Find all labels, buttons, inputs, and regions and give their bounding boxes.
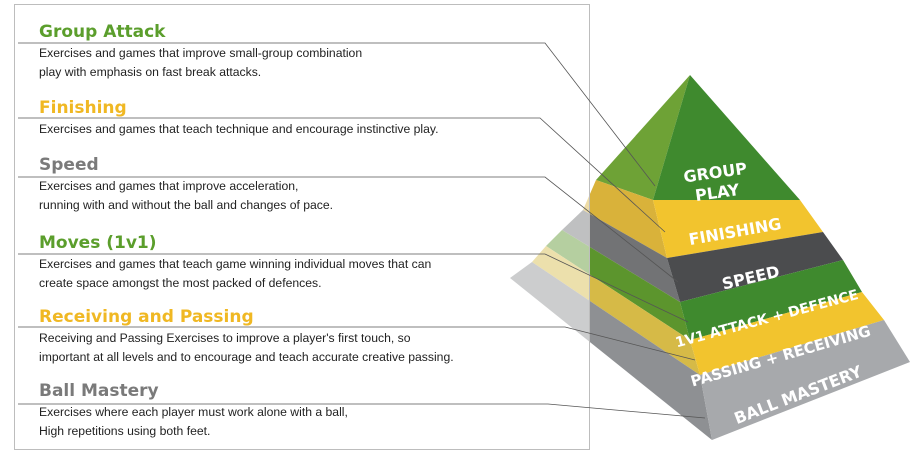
leader-line-moves	[18, 253, 689, 323]
section-description: Exercises and games that teach game winn…	[39, 257, 432, 290]
section-description: Exercises where each player must work al…	[39, 405, 348, 438]
pyramid-face-left-finishing	[583, 180, 667, 258]
pyramid-face-left-group-play	[596, 75, 690, 200]
section-group-attack: Group Attack Exercises and games that im…	[39, 22, 559, 82]
description-panel: Group Attack Exercises and games that im…	[14, 4, 590, 450]
section-speed: Speed Exercises and games that improve a…	[39, 155, 559, 215]
section-title: Finishing	[39, 98, 127, 118]
pyramid-face-left-speed	[562, 210, 680, 302]
section-title: Speed	[39, 155, 99, 175]
section-title: Ball Mastery	[39, 381, 159, 401]
section-receiving-passing: Receiving and Passing Receiving and Pass…	[39, 307, 559, 367]
section-finishing: Finishing Exercises and games that teach…	[39, 98, 559, 139]
pyramid-tier-finishing	[653, 200, 823, 258]
section-moves: Moves (1v1) Exercises and games that tea…	[39, 233, 559, 293]
leader-line-receiving-passing	[18, 326, 696, 361]
pyramid-tier-ball-mastery	[700, 320, 910, 440]
leader-line-speed	[18, 176, 679, 283]
leader-line-finishing	[18, 117, 666, 233]
pyramid-tier-group-play	[653, 75, 800, 200]
section-title: Moves (1v1)	[39, 233, 157, 253]
pyramid-tier-moves	[680, 260, 862, 340]
section-description: Exercises and games that teach technique…	[39, 122, 439, 136]
leader-line-group-attack	[18, 42, 656, 187]
section-ball-mastery: Ball Mastery Exercises where each player…	[39, 381, 559, 441]
section-description: Exercises and games that improve acceler…	[39, 179, 334, 212]
section-description: Receiving and Passing Exercises to impro…	[39, 331, 454, 364]
section-title: Receiving and Passing	[39, 307, 254, 327]
pyramid-tier-passing	[690, 292, 884, 375]
section-description: Exercises and games that improve small-g…	[39, 46, 363, 79]
leader-line-ball-mastery	[18, 403, 706, 419]
pyramid-tier-speed	[667, 232, 843, 302]
section-title: Group Attack	[39, 22, 166, 42]
